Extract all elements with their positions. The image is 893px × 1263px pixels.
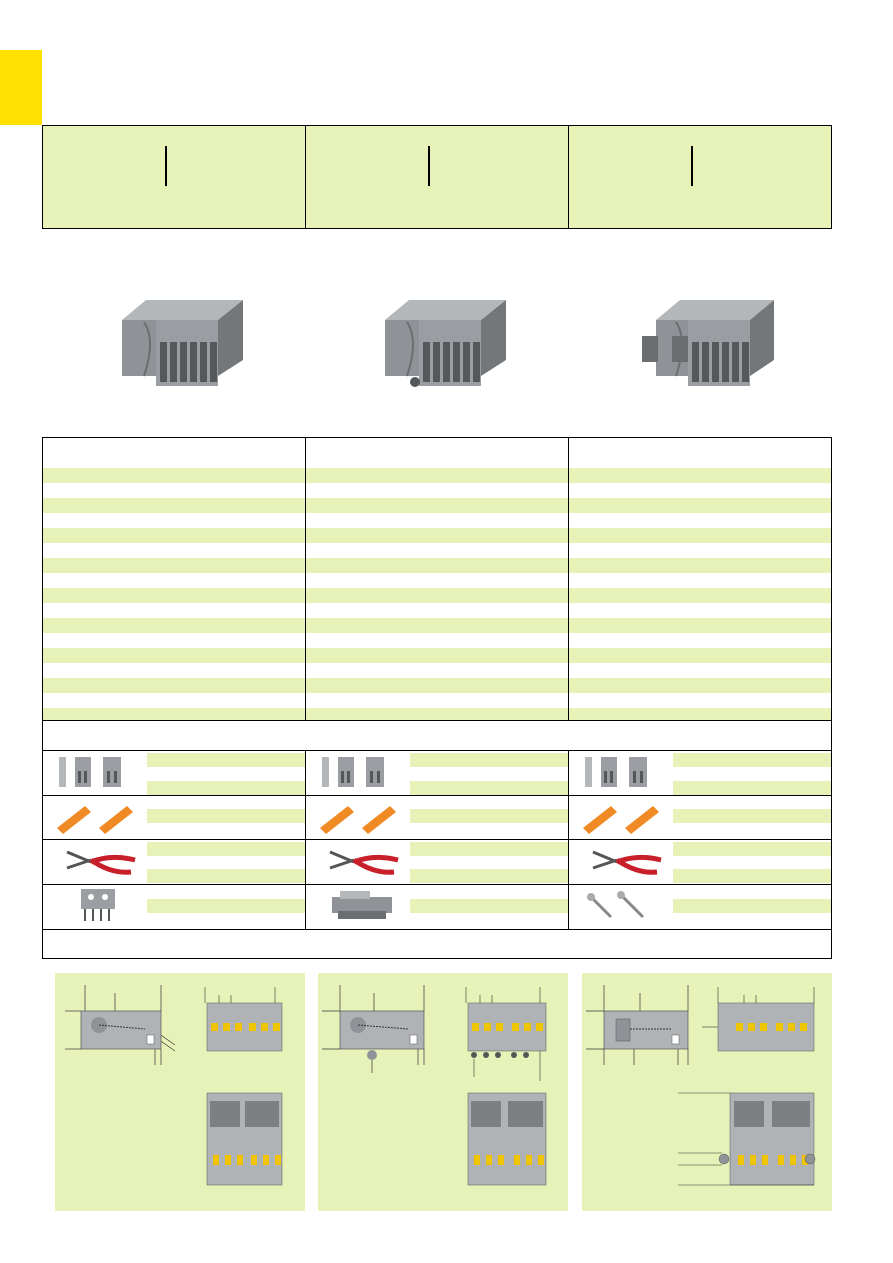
table-column-headers xyxy=(43,438,831,469)
accessory-cell xyxy=(569,795,831,839)
six-pole-female-connector-with-flanges-icon xyxy=(642,300,774,386)
mounting-screws-icon xyxy=(587,891,645,919)
section-tab xyxy=(0,50,42,125)
orange-marker-strips-icon xyxy=(320,806,396,834)
six-pole-female-connector-icon xyxy=(122,300,243,386)
accessory-cell xyxy=(306,795,569,839)
coding-pieces-icon xyxy=(585,757,647,787)
dimension-drawing-2 xyxy=(318,973,568,1211)
din-rail-adapter-icon xyxy=(332,891,392,919)
product-image-3 xyxy=(642,300,774,386)
coding-pieces-icon xyxy=(322,757,384,787)
table-column-3 xyxy=(569,468,831,720)
accessory-cell xyxy=(306,750,569,795)
accessory-cell xyxy=(43,795,306,839)
accessory-cell xyxy=(43,750,306,795)
accessory-row-mounting xyxy=(43,884,831,930)
red-handled-pliers-icon xyxy=(592,850,662,875)
column-header-1 xyxy=(43,438,306,468)
accessory-cell xyxy=(569,884,831,929)
orange-marker-strips-icon xyxy=(583,806,659,834)
column-header-2 xyxy=(306,438,569,468)
column-header-3 xyxy=(569,438,831,468)
accessory-cell xyxy=(306,839,569,884)
red-handled-pliers-icon xyxy=(66,850,136,875)
red-handled-pliers-icon xyxy=(329,850,399,875)
header-table xyxy=(42,125,832,229)
jumper-comb-icon xyxy=(81,889,115,921)
orange-marker-strips-icon xyxy=(57,806,133,834)
accessory-cell xyxy=(569,839,831,884)
dimension-drawing-icon xyxy=(322,985,547,1186)
table-footnote-row xyxy=(43,929,831,959)
accessory-cell xyxy=(43,839,306,884)
accessory-row-pliers xyxy=(43,839,831,885)
dimension-drawing-3 xyxy=(582,973,832,1211)
six-pole-female-connector-with-snap-in-foot-icon xyxy=(385,300,506,387)
product-image-2 xyxy=(385,300,506,387)
accessory-row-coding xyxy=(43,750,831,796)
dimension-drawing-icon xyxy=(65,985,283,1186)
accessory-cell xyxy=(43,884,306,929)
header-cell-1 xyxy=(43,126,306,228)
header-cell-2 xyxy=(306,126,569,228)
data-table xyxy=(42,437,832,959)
accessory-cell xyxy=(569,750,831,795)
table-column-2 xyxy=(306,468,569,720)
accessory-row-marker-strips xyxy=(43,795,831,840)
table-column-1 xyxy=(43,468,306,720)
header-cell-3 xyxy=(569,126,831,228)
dimension-drawing-icon xyxy=(586,985,816,1186)
product-image-1 xyxy=(122,300,243,386)
accessories-heading-row xyxy=(43,720,831,751)
dimension-drawing-1 xyxy=(55,973,305,1211)
coding-pieces-icon xyxy=(59,757,121,787)
table-body-rows xyxy=(43,468,831,721)
accessory-cell xyxy=(306,884,569,929)
